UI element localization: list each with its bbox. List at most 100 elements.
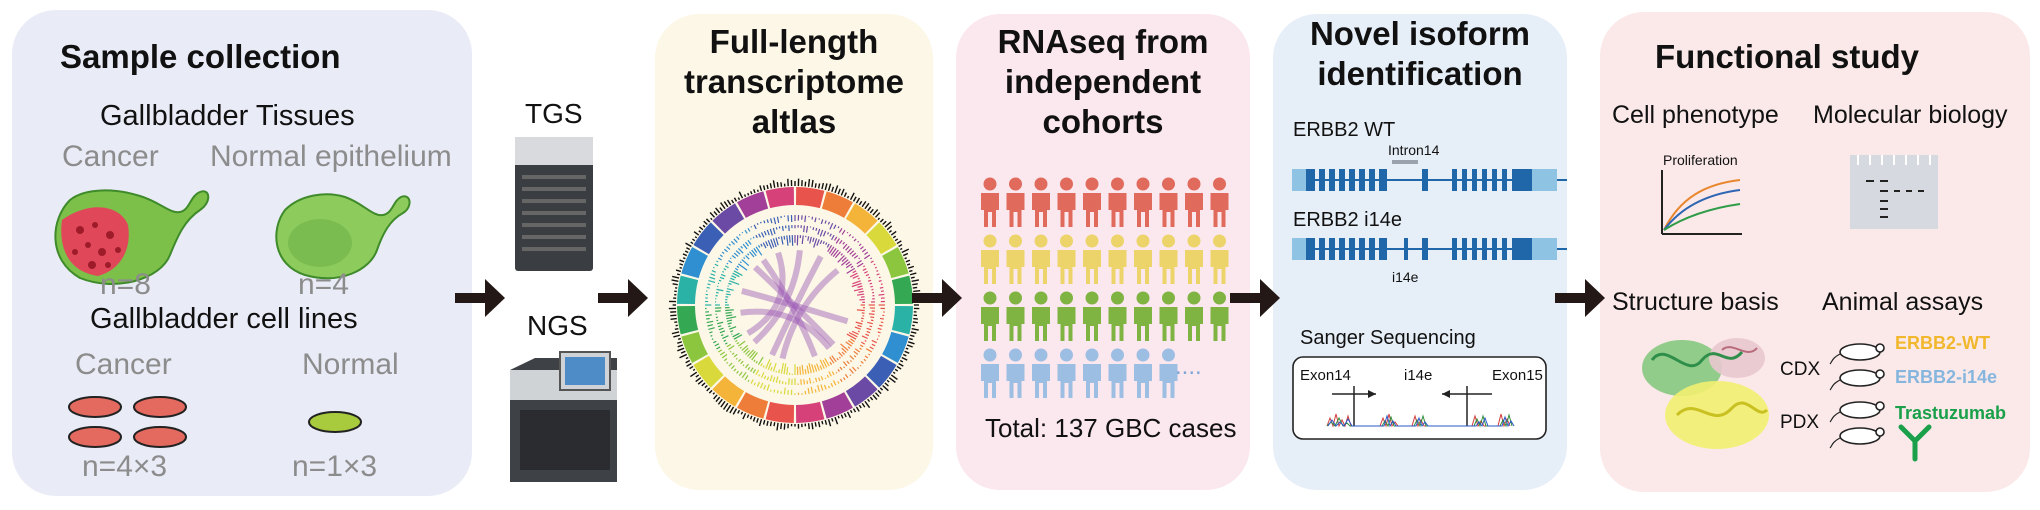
circos-track-bar xyxy=(869,282,873,285)
circos-outer-tick xyxy=(855,197,861,204)
circos-outer-tick xyxy=(740,411,744,415)
circos-track-bar xyxy=(845,245,850,251)
circos-outer-tick xyxy=(908,269,913,273)
circos-segment xyxy=(866,222,897,255)
circos-outer-tick xyxy=(674,327,679,331)
circos-track-bar xyxy=(870,285,873,288)
circos-track-bar xyxy=(740,245,744,249)
circos-outer-tick xyxy=(869,208,874,214)
circos-outer-tick xyxy=(685,359,691,364)
circos-track-bar xyxy=(721,353,728,359)
cell-lines-normal-n: n=1×3 xyxy=(292,450,378,483)
person-icon xyxy=(981,177,999,227)
circos-track-bar xyxy=(831,371,835,376)
circos-track-bar xyxy=(858,257,861,260)
circos-track-bar xyxy=(803,225,805,233)
circos-track-bar xyxy=(760,232,765,238)
circos-track-bar xyxy=(727,322,732,325)
circos-track-bar xyxy=(753,248,758,254)
circos-outer-tick xyxy=(892,371,896,375)
circos-track-bar xyxy=(845,341,852,347)
circos-track-bar xyxy=(871,343,876,347)
circos-track-bar xyxy=(865,333,870,337)
circos-outer-tick xyxy=(759,185,763,192)
person-icon xyxy=(1159,348,1178,398)
circos-outer-tick xyxy=(717,398,723,405)
circos-outer-tick xyxy=(749,415,753,420)
circos-track-bar xyxy=(709,276,716,280)
circos-track-bar xyxy=(854,348,861,353)
circos-outer-tick xyxy=(872,209,879,216)
circos-track-bar xyxy=(751,352,758,361)
circos-track-bar xyxy=(828,246,835,254)
circos-outer-tick xyxy=(682,257,686,260)
circos-track-bar xyxy=(743,347,749,353)
circos-track-bar xyxy=(736,265,740,268)
circos-outer-tick xyxy=(834,185,839,194)
circos-track-bar xyxy=(758,233,762,238)
antibody-icon xyxy=(1898,424,1932,462)
circos-track-bar xyxy=(812,237,815,243)
circos-track-bar xyxy=(762,365,765,368)
circos-outer-tick xyxy=(671,331,680,335)
circos-outer-tick xyxy=(846,411,852,419)
circos-track-bar xyxy=(752,369,757,374)
person-icon xyxy=(1134,234,1152,284)
circos-outer-tick xyxy=(904,350,910,354)
circos-track-bar xyxy=(778,369,781,374)
circos-outer-tick xyxy=(671,279,679,283)
circos-track-bar xyxy=(726,288,734,291)
circos-track-bar xyxy=(848,331,858,338)
circos-track-bar xyxy=(799,366,802,375)
circos-track-bar xyxy=(878,293,885,296)
circos-track-bar xyxy=(744,375,749,381)
circos-track-bar xyxy=(745,241,750,247)
circos-track-bar xyxy=(736,341,740,345)
circos-track-bar xyxy=(786,367,789,375)
circos-outer-tick xyxy=(884,221,892,228)
circos-outer-tick xyxy=(731,199,735,204)
circos-track-bar xyxy=(741,344,749,351)
circos-outer-tick xyxy=(780,182,783,187)
circos-track-bar xyxy=(822,241,825,245)
circos-track-bar xyxy=(733,270,743,277)
circos-track-bar xyxy=(726,316,737,320)
circos-track-bar xyxy=(723,268,727,271)
circos-track-bar xyxy=(766,376,770,381)
circos-outer-tick xyxy=(886,225,893,231)
ngs-sequencer-icon xyxy=(510,351,617,482)
circos-track-bar xyxy=(749,350,756,359)
circos-outer-tick xyxy=(750,190,753,195)
cancer-dishes-icon xyxy=(68,396,187,448)
person-icon xyxy=(1108,177,1127,227)
circos-track-bar xyxy=(865,273,870,277)
circos-outer-tick xyxy=(882,220,887,226)
circos-track-bar xyxy=(742,243,748,250)
circos-track-bar xyxy=(726,262,729,265)
circos-track-bar xyxy=(711,270,716,273)
circos-track-bar xyxy=(810,386,814,394)
flow-arrow-4 xyxy=(1230,279,1280,317)
circos-track-bar xyxy=(757,245,761,248)
circos-track-bar xyxy=(831,234,835,241)
circos-outer-tick xyxy=(877,217,881,221)
person-icon xyxy=(981,348,999,398)
circos-outer-tick xyxy=(772,180,776,188)
circos-track-bar xyxy=(870,257,873,260)
circos-track-bar xyxy=(849,359,852,362)
circos-track-bar xyxy=(859,344,864,348)
circos-track-bar xyxy=(705,314,712,317)
circos-track-bar xyxy=(801,235,804,245)
circos-track-bar xyxy=(856,260,862,265)
circos-track-bar xyxy=(837,255,845,263)
intron14-label: Intron14 xyxy=(1388,142,1440,158)
circos-track-bar xyxy=(728,325,731,328)
circos-track-bar xyxy=(769,218,773,224)
circos-outer-tick xyxy=(769,421,773,427)
circos-outer-tick xyxy=(679,266,683,269)
circos-outer-tick xyxy=(783,423,786,430)
circos-track-bar xyxy=(840,253,843,256)
circos-segment xyxy=(693,355,724,388)
circos-track-bar xyxy=(716,260,719,263)
circos-outer-tick xyxy=(899,359,904,363)
